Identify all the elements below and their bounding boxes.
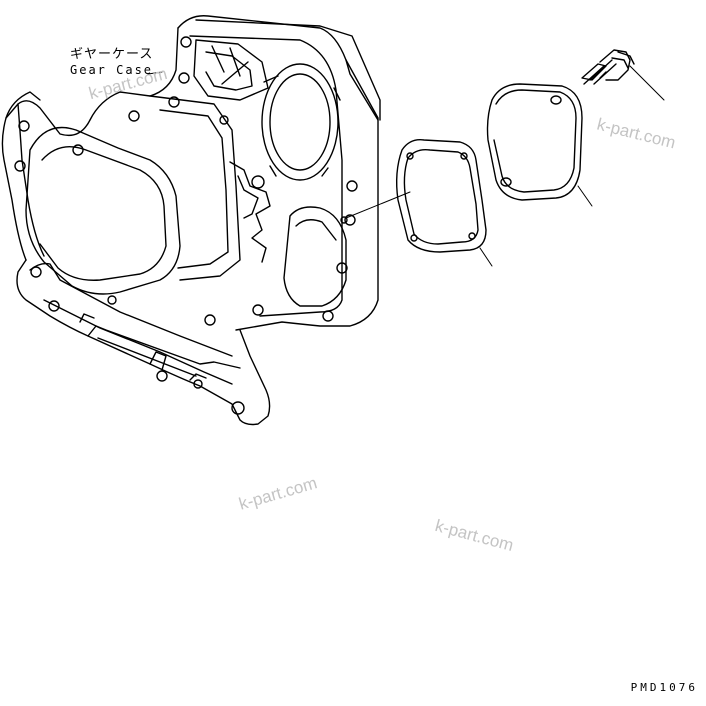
bolt bbox=[581, 49, 665, 101]
gear-case-label-en: Gear Case bbox=[70, 63, 154, 77]
gear-case-label-jp: ギヤーケース bbox=[70, 47, 154, 62]
gasket bbox=[395, 139, 493, 267]
gear-case bbox=[1, 15, 381, 426]
gear-case-leader bbox=[147, 71, 163, 75]
drawing-number: PMD1076 bbox=[630, 681, 698, 694]
cover-plate bbox=[486, 83, 593, 207]
dowel-pin bbox=[340, 191, 411, 224]
